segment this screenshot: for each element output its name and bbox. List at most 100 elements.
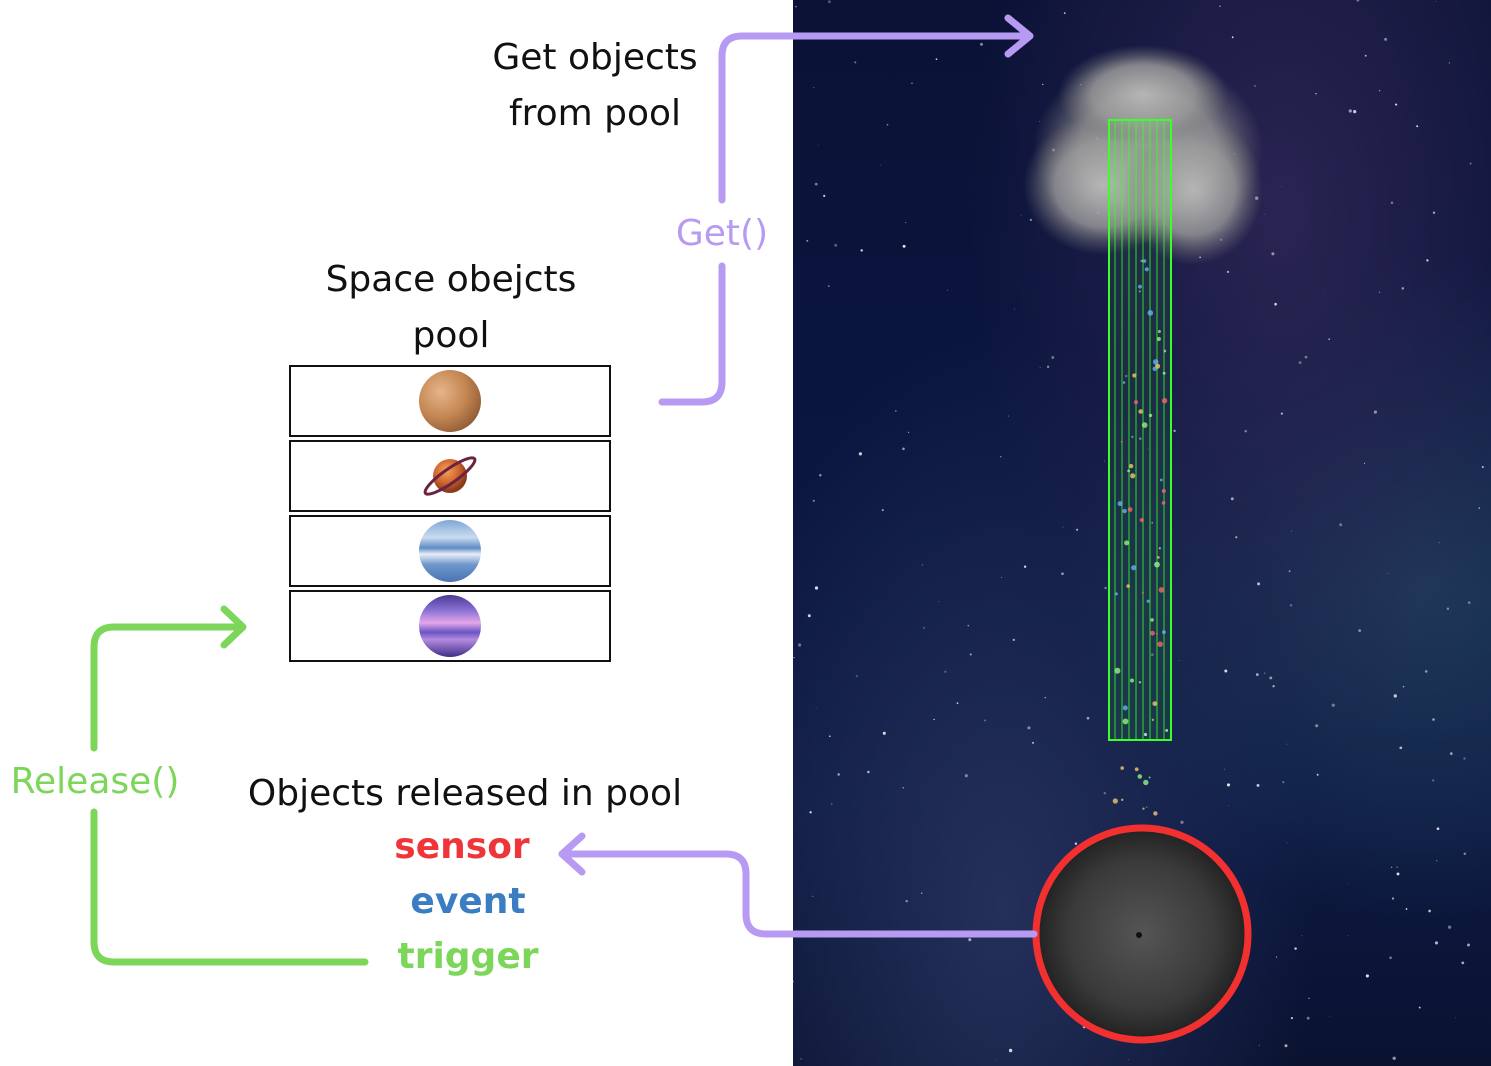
particle — [1150, 630, 1155, 636]
star — [1469, 162, 1472, 165]
star — [867, 770, 870, 774]
star — [830, 803, 833, 805]
star — [1104, 460, 1106, 462]
star — [827, 0, 831, 4]
star — [1029, 218, 1033, 222]
star — [1328, 338, 1331, 341]
particle — [1134, 400, 1138, 405]
star — [911, 82, 913, 84]
particle — [1150, 618, 1154, 622]
particle — [1157, 330, 1161, 333]
particle — [1142, 807, 1145, 810]
star — [1339, 523, 1343, 527]
star — [1478, 507, 1480, 509]
star — [1449, 752, 1453, 755]
get-call-label: Get() — [670, 210, 774, 258]
pool-slot-2 — [289, 440, 611, 512]
star — [1282, 780, 1285, 784]
star — [1274, 302, 1277, 306]
get-arrowhead — [1004, 14, 1034, 58]
star — [1348, 883, 1349, 884]
particle — [1138, 290, 1141, 293]
particle — [1130, 678, 1134, 683]
star — [1323, 293, 1325, 294]
star — [1063, 12, 1066, 14]
ringed-planet-icon — [423, 456, 477, 496]
particle — [1154, 561, 1160, 568]
star — [837, 773, 840, 776]
star — [1039, 366, 1041, 368]
star — [855, 675, 858, 677]
star — [1291, 530, 1292, 532]
star — [1304, 355, 1308, 359]
star — [834, 243, 838, 247]
star — [1405, 908, 1408, 910]
particle — [1131, 435, 1134, 438]
star — [1294, 947, 1297, 950]
particle — [1143, 779, 1149, 786]
star — [1392, 1056, 1396, 1060]
particle — [1162, 371, 1166, 375]
star — [1061, 572, 1064, 576]
star — [1467, 601, 1471, 604]
star — [1269, 676, 1273, 680]
star — [956, 702, 959, 704]
star — [1224, 768, 1226, 770]
particle — [1124, 540, 1130, 546]
star — [894, 410, 897, 412]
particle — [1141, 591, 1144, 594]
star — [1173, 429, 1176, 433]
star — [1436, 860, 1438, 862]
particle — [1152, 359, 1159, 365]
star — [1435, 0, 1437, 2]
star — [1276, 956, 1278, 958]
star — [1128, 1058, 1129, 1060]
star — [1390, 201, 1394, 205]
star — [1413, 777, 1415, 779]
get-objects-line1: Get objects — [492, 37, 698, 78]
star — [944, 670, 947, 673]
star — [1255, 673, 1259, 676]
star — [1390, 866, 1393, 868]
star — [1387, 572, 1389, 574]
particle — [1147, 310, 1154, 316]
star — [921, 564, 923, 566]
star — [880, 164, 882, 166]
particle — [1126, 584, 1130, 588]
star — [1001, 576, 1003, 578]
particle — [1159, 478, 1163, 482]
star — [1401, 287, 1405, 290]
space-scene-art — [793, 0, 1484, 1061]
star — [1316, 773, 1319, 776]
star — [1000, 455, 1002, 458]
star — [1308, 997, 1310, 999]
star — [1331, 703, 1335, 707]
pool-slot-3 — [289, 515, 611, 587]
star — [806, 239, 809, 242]
star — [1378, 291, 1381, 294]
star — [1244, 430, 1247, 433]
purple-planet-icon — [419, 595, 481, 657]
star — [797, 643, 802, 647]
star — [1264, 672, 1266, 674]
particle — [1148, 776, 1151, 779]
get-objects-line2: from pool — [508, 93, 682, 134]
star — [1365, 974, 1369, 978]
star — [1393, 694, 1397, 698]
star — [1257, 582, 1261, 586]
star — [1020, 214, 1022, 216]
star — [1041, 83, 1044, 86]
star — [1434, 941, 1439, 945]
star — [1219, 5, 1221, 7]
particle — [1152, 366, 1157, 371]
star — [1447, 925, 1452, 929]
star — [1301, 935, 1303, 937]
star — [1044, 696, 1046, 699]
star — [827, 285, 830, 288]
star — [1378, 89, 1381, 92]
star — [1463, 757, 1466, 760]
particle — [1134, 767, 1139, 772]
star — [1286, 743, 1288, 745]
particle — [1157, 641, 1163, 647]
